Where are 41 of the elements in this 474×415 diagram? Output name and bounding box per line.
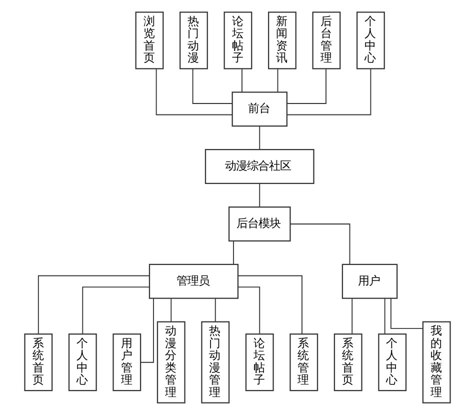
connector xyxy=(237,275,302,334)
connector xyxy=(351,298,352,335)
node-box: 系统首页 xyxy=(333,334,362,392)
node-box: 我的收藏管理 xyxy=(422,321,450,404)
node-box: 热门动漫管理 xyxy=(200,321,230,404)
node-box: 动漫分类管理 xyxy=(156,321,185,404)
connector xyxy=(155,68,232,116)
node-box: 前台 xyxy=(231,92,287,127)
node-box: 浏览首页 xyxy=(134,12,164,70)
connector xyxy=(82,286,150,334)
node-box: 动漫综合社区 xyxy=(204,149,314,184)
node-box: 管理员 xyxy=(148,264,238,299)
connector xyxy=(289,224,350,265)
connector xyxy=(37,275,150,334)
node-box: 用户管理 xyxy=(112,334,141,392)
connector xyxy=(192,68,232,104)
connector xyxy=(286,68,371,116)
connector xyxy=(258,126,260,150)
connector xyxy=(390,298,423,329)
connector xyxy=(241,68,242,92)
node-box: 热门动漫 xyxy=(179,12,208,70)
connector xyxy=(384,298,385,335)
connector xyxy=(258,183,260,208)
connector xyxy=(276,68,278,92)
node-box: 用户 xyxy=(341,264,398,299)
connector xyxy=(214,298,216,322)
connector xyxy=(232,240,234,265)
node-box: 系统首页 xyxy=(24,334,52,392)
node-box: 后台模块 xyxy=(228,206,290,242)
connector xyxy=(170,298,172,322)
node-box: 个人中心 xyxy=(68,334,96,392)
node-box: 新闻资讯 xyxy=(268,12,296,70)
connector xyxy=(140,298,154,363)
node-box: 论坛帖子 xyxy=(244,334,274,392)
connector xyxy=(237,286,260,334)
node-box: 个人中心 xyxy=(356,12,384,70)
node-box: 系统管理 xyxy=(289,334,318,392)
node-box: 后台管理 xyxy=(312,12,340,70)
node-box: 论坛帖子 xyxy=(223,12,252,70)
connector xyxy=(286,68,326,104)
node-box: 个人中心 xyxy=(378,334,406,392)
